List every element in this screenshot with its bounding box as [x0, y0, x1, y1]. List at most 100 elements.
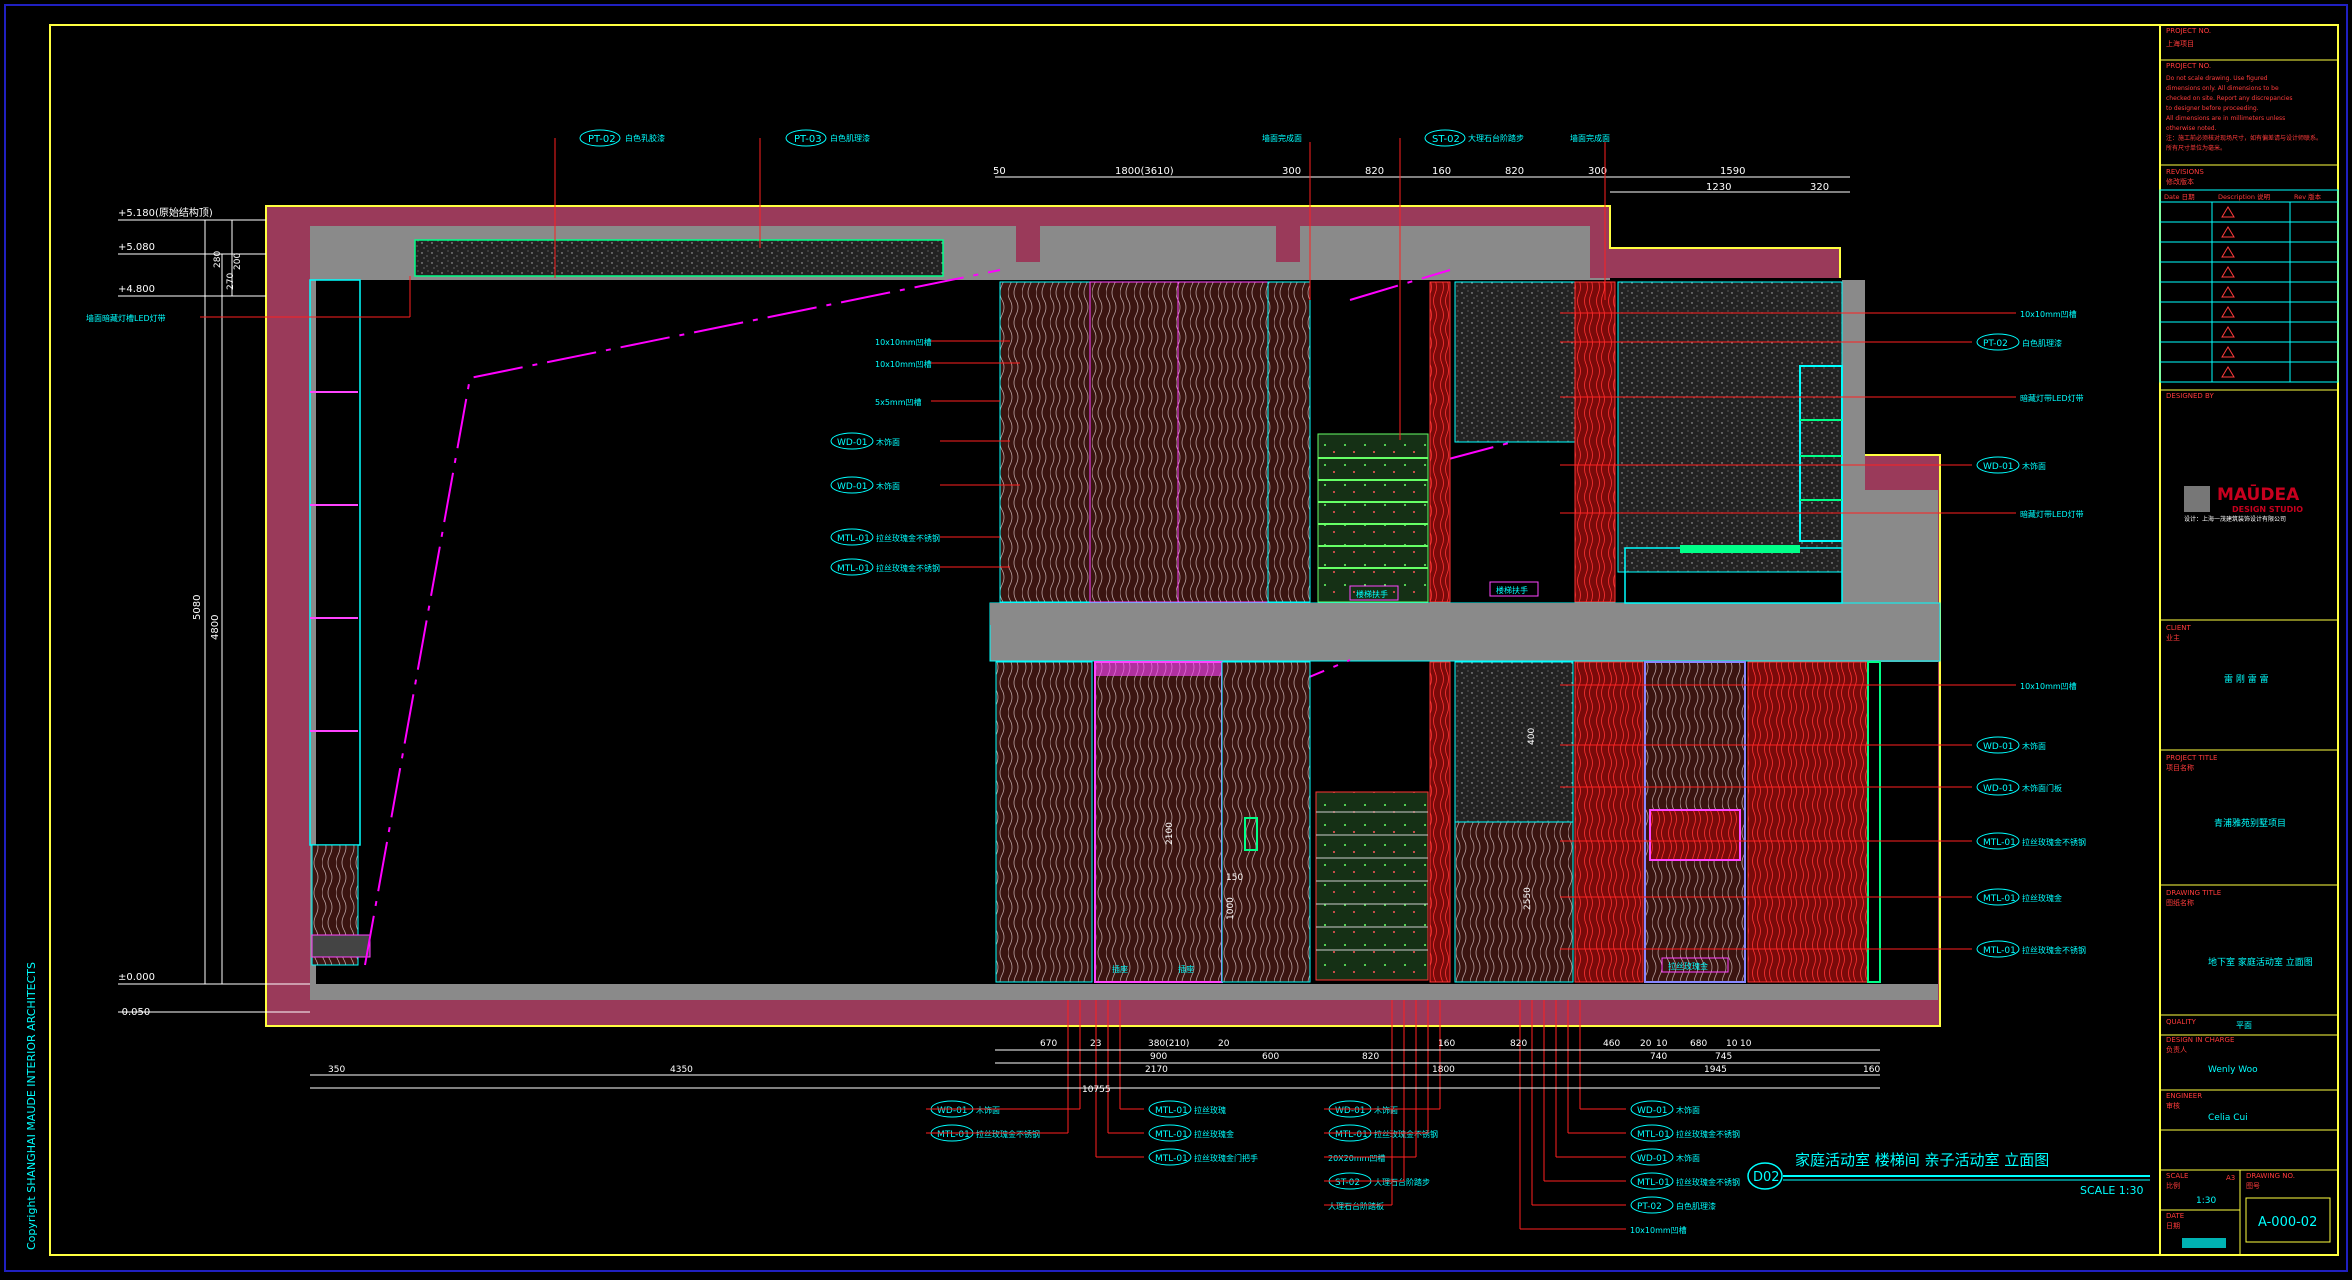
callout-text: 拉丝玫瑰金	[2022, 893, 2062, 903]
level-label: +5.180(原始结构顶)	[118, 206, 213, 219]
top-dim: 320	[1810, 182, 1829, 193]
callout-tag: ST-02	[1432, 134, 1460, 145]
callout-text: 拉丝玫瑰金不锈钢	[2022, 837, 2086, 847]
dim-label: 600	[1262, 1052, 1279, 1062]
dim-label: 670	[1040, 1039, 1057, 1049]
callout-bubble	[1630, 1196, 1674, 1214]
drawing-title-block: D02 家庭活动室 楼梯间 亲子活动室 立面图 SCALE 1:30	[1747, 1151, 2150, 1197]
left-shelving	[309, 279, 371, 966]
callout: 大理石台阶踏板	[1324, 1201, 1392, 1211]
callout-tag: PT-02	[588, 134, 616, 145]
callout-text: 拉丝玫瑰金不锈钢	[1676, 1177, 1740, 1187]
tb-label: PROJECT NO.	[2166, 27, 2211, 35]
tb-label: 审核	[2166, 1101, 2180, 1110]
callout-text: 20X20mm凹槽	[1328, 1153, 1385, 1163]
callout: 5x5mm凹槽	[875, 397, 1000, 407]
tb-notes: Do not scale drawing. Use figureddimensi…	[2166, 75, 2322, 152]
revision-row	[2159, 241, 2339, 263]
brand-logo-square	[2184, 486, 2210, 512]
dim-label: 740	[1650, 1052, 1667, 1062]
level-label: +4.800	[118, 284, 155, 295]
drawing-ref-bubble	[1747, 1162, 1783, 1190]
sheet-outer-frame	[4, 4, 2348, 1272]
sheet-title-block: PROJECT NO. 上海项目 PROJECT NO. Do not scal…	[2159, 24, 2339, 1256]
tb-label: PROJECT TITLE	[2166, 754, 2217, 762]
callout-text: 木饰面	[876, 481, 900, 491]
tb-note: dimensions only. All dimensions to be	[2166, 85, 2279, 92]
callout-tag: WD-01	[1983, 742, 2014, 752]
level-label: ±0.000	[118, 972, 155, 983]
dim-label: 350	[328, 1065, 345, 1075]
callout-bubble	[1148, 1124, 1192, 1142]
top-dim: 300	[1282, 166, 1301, 177]
tb-rev-header: Date 日期	[2164, 193, 2195, 201]
tb-rev-header: Description 说明	[2218, 192, 2271, 201]
callout-bubble	[1630, 1148, 1674, 1166]
dim-label: 20	[1218, 1039, 1230, 1049]
tb-note: All dimensions are in millimeters unless	[2166, 115, 2285, 122]
callout-text: 拉丝玫瑰金不锈钢	[2022, 945, 2086, 955]
callout-bubble	[1630, 1124, 1674, 1142]
tb-note: checked on site. Report any discrepancie…	[2166, 95, 2293, 102]
callout-tag: MTL-01	[1155, 1154, 1188, 1164]
callout-text: 墙面暗藏灯槽LED灯带	[86, 313, 166, 323]
tb-drawn-by: Wenly Woo	[2208, 1065, 2258, 1075]
top-dim: 820	[1505, 166, 1524, 177]
callout-text: 拉丝玫瑰金不锈钢	[1676, 1129, 1740, 1139]
tb-label: 日期	[2166, 1222, 2180, 1230]
inner-dim: 400	[1527, 728, 1537, 745]
callout-text: 10x10mm凹槽	[2020, 681, 2077, 691]
callout-text: 木饰面	[2022, 461, 2046, 471]
tb-revision-rows	[2159, 201, 2339, 383]
callout-text: 拉丝玫瑰金不锈钢	[976, 1129, 1040, 1139]
callout-text: 大理石台阶踏板	[1328, 1201, 1384, 1211]
left-callouts: 墙面暗藏灯槽LED灯带10x10mm凹槽10x10mm凹槽5x5mm凹槽WD-0…	[86, 276, 1020, 576]
tb-label: 图号	[2246, 1182, 2260, 1190]
revision-triangle-icon	[2221, 286, 2235, 298]
tb-label: REVISIONS	[2166, 168, 2204, 176]
callout-tag: MTL-01	[1983, 838, 2016, 848]
tb-label: 业主	[2166, 633, 2180, 642]
callout-tag: PT-02	[1983, 339, 2008, 349]
level-markers: +5.180(原始结构顶) +5.080 +4.800 ±0.000 -0.05…	[118, 206, 310, 1018]
callout-text: 拉丝玫瑰金不锈钢	[876, 533, 940, 543]
small-label: 拉丝玫瑰金	[1668, 961, 1708, 971]
callout-tag: WD-01	[1637, 1106, 1668, 1116]
dim-label: 1800	[1432, 1065, 1455, 1075]
callout-text: 10x10mm凹槽	[1630, 1225, 1687, 1235]
tb-note: 所有尺寸单位为毫米。	[2166, 144, 2226, 152]
callout-text: 暗藏灯带LED灯带	[2020, 509, 2084, 519]
tb-scale: 1:30	[2196, 1196, 2216, 1206]
tb-sheet-size: A3	[2226, 1174, 2235, 1182]
tb-rev-header: Rev 版本	[2294, 192, 2322, 201]
dim-label: 900	[1150, 1052, 1167, 1062]
callout-text: 拉丝玫瑰	[1194, 1105, 1226, 1115]
callout-bubble	[1976, 456, 2020, 474]
top-dim: 820	[1365, 166, 1384, 177]
top-callouts: PT-02 白色乳胶漆 PT-03 白色肌理漆 ST-02 大理石台阶踏步 墙面…	[554, 129, 1610, 440]
top-dim: 50	[993, 166, 1006, 177]
callout-bubble	[830, 528, 874, 546]
callout-tag: ST-02	[1335, 1178, 1360, 1188]
callout-tag: MTL-01	[1637, 1130, 1670, 1140]
callout: MTL-01 拉丝玫瑰金不锈钢	[1568, 1124, 1740, 1142]
tb-value: 上海项目	[2166, 39, 2194, 48]
tb-label: ENGINEER	[2166, 1092, 2202, 1100]
callout-bubble	[1976, 940, 2020, 958]
drawing-scale: SCALE 1:30	[2080, 1184, 2143, 1197]
callout-text: 木饰面	[1676, 1105, 1700, 1115]
revision-triangle-icon	[2221, 326, 2235, 338]
revision-row	[2159, 361, 2339, 383]
